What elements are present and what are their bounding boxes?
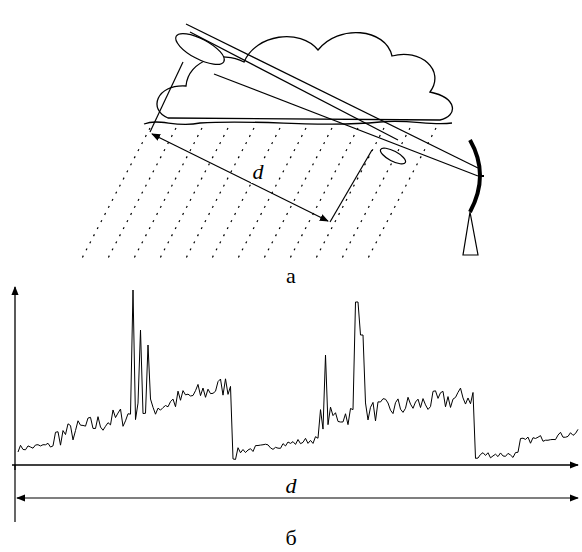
rain-streak [236,128,306,262]
radar-beam [150,24,478,222]
y-axis [14,287,15,470]
rain-streak [80,128,150,262]
dimension-label: d [284,475,299,497]
rain-streak [184,128,254,262]
signal-trace [18,290,578,459]
part-label: а [284,265,298,287]
rain-streak [314,128,384,262]
part-label: б [283,527,298,549]
radar-antenna [463,140,484,255]
x-axis [12,464,578,465]
rain-streak [366,128,436,262]
extension-line [14,465,15,522]
dimension-arrow [152,134,328,221]
cloud-base [144,121,452,124]
dimension-label: d [251,161,266,183]
rain-streak [210,128,280,262]
rain-streak [106,128,176,262]
rain-streak [132,128,202,262]
rain-streak [262,128,332,262]
rain-streak [340,128,410,262]
rain-streak [158,128,228,262]
dimension-arrow [17,497,578,498]
rain-streaks [80,128,436,262]
rain-streak [288,128,358,262]
